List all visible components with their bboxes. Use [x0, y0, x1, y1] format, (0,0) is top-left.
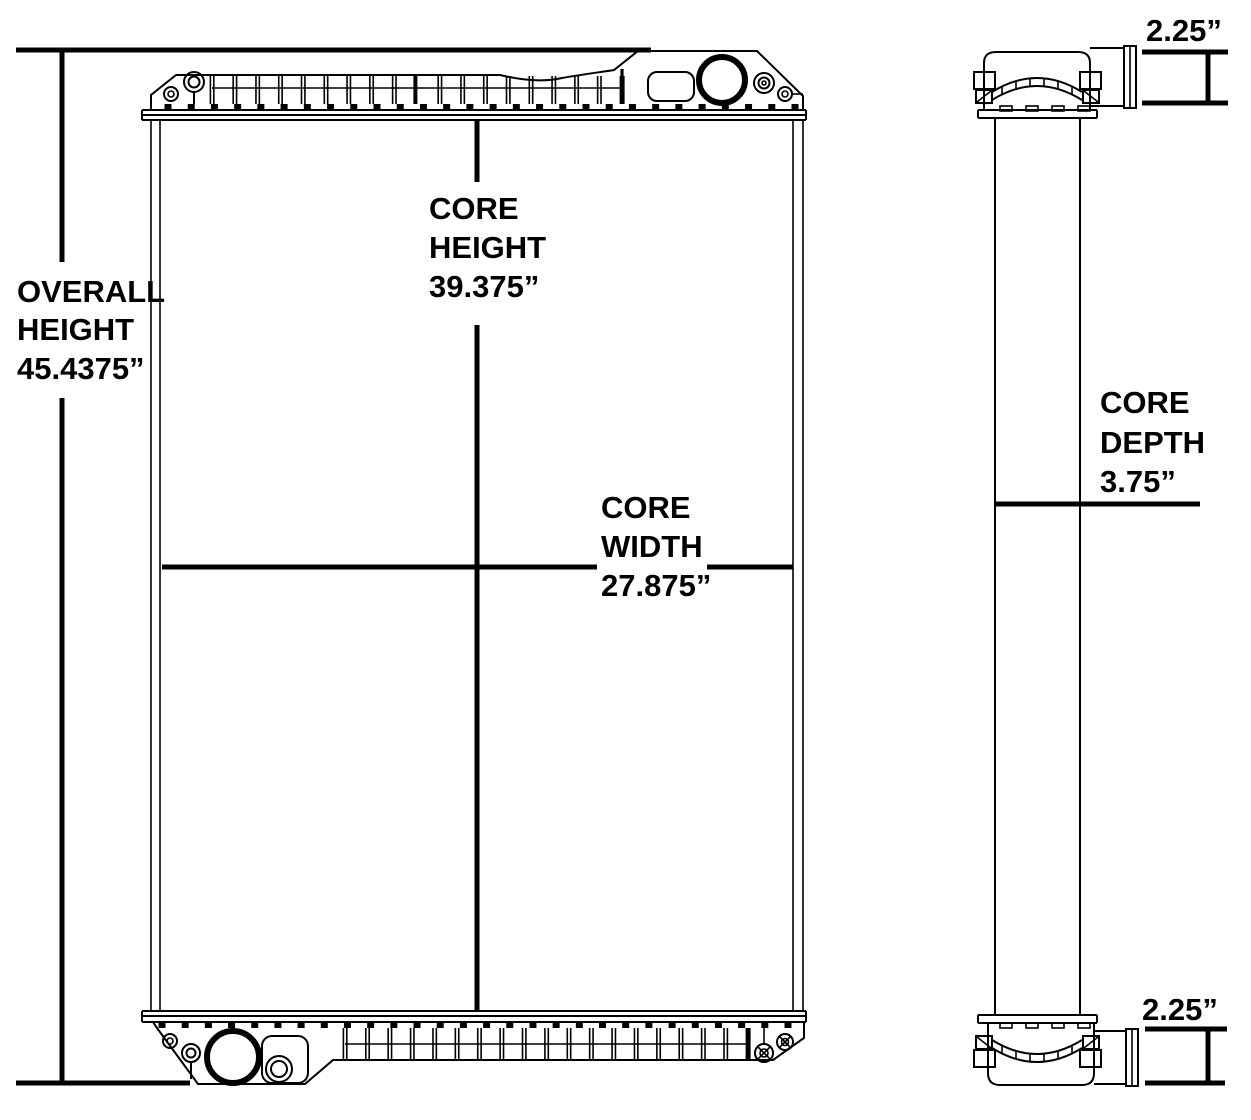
front-core [150, 120, 804, 1011]
front-top-tank [150, 50, 804, 110]
drain-fitting [265, 1055, 293, 1083]
front-bottom-flange [141, 1010, 807, 1028]
front-bottom-tank-ribs [342, 1028, 751, 1060]
side-view [973, 45, 1139, 1087]
top-left-fittings [163, 71, 205, 104]
side-bottom-tank [973, 1014, 1139, 1087]
side-core [994, 118, 1081, 1015]
overall-height-label-line-1: OVERALL [17, 274, 165, 309]
top-right-fittings [753, 72, 803, 102]
side-bottom-flange [977, 1014, 1098, 1029]
inlet-pipe [1090, 45, 1137, 109]
core-depth-label-line-2: DEPTH [1100, 425, 1205, 460]
dim-core-width: CORE WIDTH 27.875” [162, 490, 793, 603]
bottom-right-screws [754, 1028, 794, 1063]
bottom-tank-boss [261, 1035, 309, 1084]
side-top-flange [977, 105, 1098, 119]
overall-height-label-line-2: HEIGHT [17, 312, 134, 347]
dim-overall-height: OVERALL HEIGHT 45.4375” [16, 47, 651, 1086]
core-width-label-line-1: CORE [601, 490, 691, 525]
bottom-left-fittings [162, 1033, 201, 1079]
core-width-label-line-2: WIDTH [601, 529, 703, 564]
outlet-pipe [1094, 1028, 1139, 1087]
core-depth-label-line-3: 3.75” [1100, 464, 1176, 499]
core-width-label-line-3: 27.875” [601, 568, 711, 603]
dimension-annotations: OVERALL HEIGHT 45.4375” CORE HEIGHT 39.3… [16, 13, 1228, 1086]
side-bottom-band [991, 1039, 1083, 1063]
top-tank-depth-bracket [1142, 49, 1228, 106]
top-tank-depth-label: 2.25” [1146, 13, 1222, 48]
overall-height-label-line-3: 45.4375” [17, 351, 145, 386]
side-top-clamps [973, 71, 1102, 104]
core-height-label-line-2: HEIGHT [429, 230, 546, 265]
dim-bottom-tank-depth: 2.25” [1142, 992, 1227, 1086]
front-top-flange-tabs [164, 104, 799, 110]
core-height-label-line-3: 39.375” [429, 269, 539, 304]
front-top-flange [141, 104, 807, 121]
side-bottom-clamps [973, 1035, 1102, 1068]
front-bottom-tank [152, 1021, 805, 1086]
core-depth-label-line-1: CORE [1100, 385, 1190, 420]
top-tank-recess [647, 71, 695, 102]
side-top-tank [973, 45, 1137, 119]
dim-core-depth: CORE DEPTH 3.75” [995, 385, 1205, 507]
dim-top-tank-depth: 2.25” [1142, 13, 1228, 106]
side-top-band [991, 77, 1083, 101]
core-height-label-line-1: CORE [429, 191, 519, 226]
bottom-tank-depth-bracket [1145, 1026, 1227, 1086]
filler-neck [696, 54, 748, 106]
front-bottom-flange-tabs [158, 1022, 792, 1028]
front-top-tank-ribs [209, 76, 625, 104]
dim-core-height: CORE HEIGHT 39.375” [429, 120, 546, 1011]
front-view [141, 50, 807, 1086]
outlet-port [204, 1028, 262, 1086]
bottom-tank-depth-label: 2.25” [1142, 992, 1218, 1027]
